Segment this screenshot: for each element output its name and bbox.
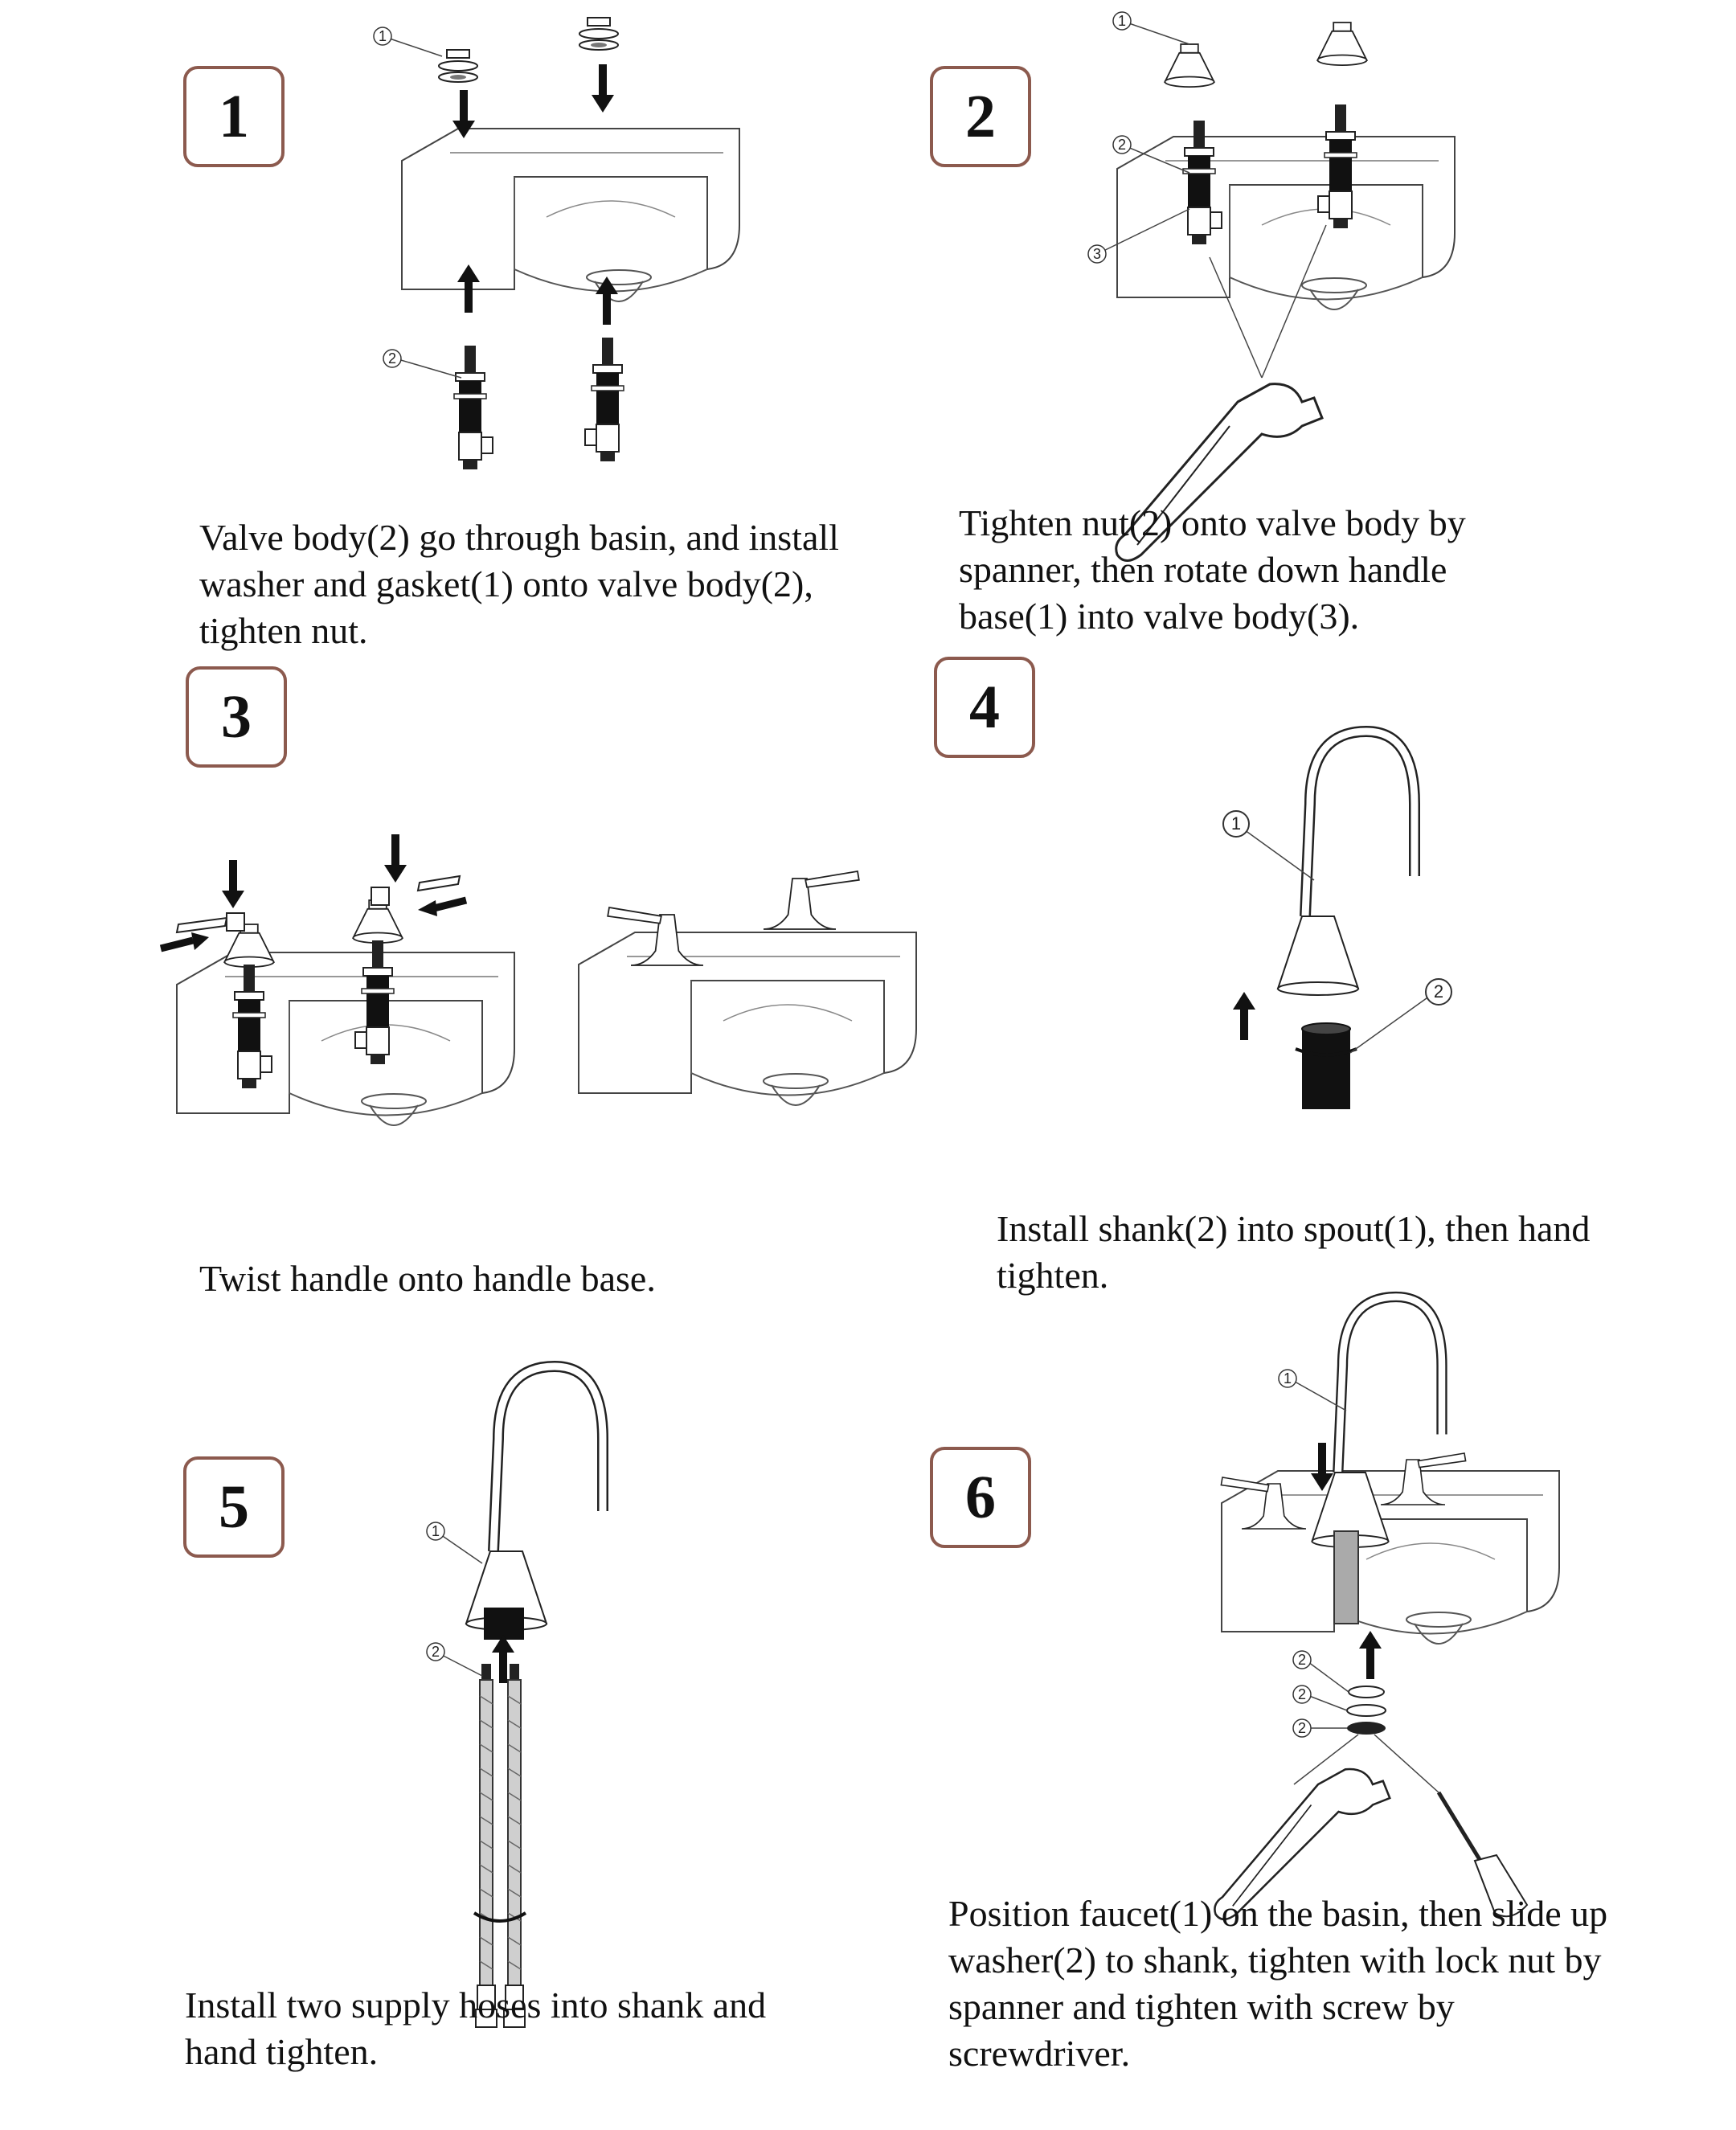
step-1-callout-2: 2 (383, 349, 402, 368)
step-5-illustration: 1 2 (426, 1366, 659, 2028)
step-2-callout-2: 2 (1112, 135, 1132, 154)
svg-text:2: 2 (1118, 137, 1126, 153)
step-2-illustration: 1 2 3 (1087, 11, 1456, 562)
step-6-illustration: 1 2 2 2 (1214, 1230, 1560, 1921)
step-1-callout-1: 1 (373, 27, 392, 46)
svg-text:1: 1 (379, 28, 387, 44)
step-4-caption: Install shank(2) into spout(1), then han… (997, 1208, 1591, 1296)
step-2-callout-3: 3 (1087, 244, 1107, 264)
svg-text:2: 2 (1298, 1686, 1306, 1702)
step-2-caption: Tighten nut(2) onto valve body by spanne… (959, 502, 1466, 637)
step-3-illustration (159, 834, 917, 1126)
step-6-callout-2a: 2 (1292, 1650, 1312, 1669)
step-5-number: 5 (183, 1456, 285, 1558)
step-1-number: 1 (183, 66, 285, 167)
step-1-caption: Valve body(2) go through basin, and inst… (199, 517, 839, 651)
svg-text:1: 1 (1284, 1370, 1292, 1387)
step-6-callout-1: 1 (1278, 1369, 1297, 1388)
step-2-callout-1: 1 (1112, 11, 1132, 31)
step-5-caption: Install two supply hoses into shank and … (185, 1985, 767, 2072)
step-4-illustration: 1 2 (1222, 683, 1452, 1109)
step-4-number: 4 (934, 657, 1035, 758)
step-6-callout-2c: 2 (1292, 1718, 1312, 1738)
step-6-callout-2b: 2 (1292, 1685, 1312, 1704)
step-3-number: 3 (186, 666, 287, 768)
step-3-caption: Twist handle onto handle base. (199, 1258, 656, 1299)
svg-text:2: 2 (1298, 1652, 1306, 1668)
svg-text:2: 2 (1298, 1720, 1306, 1736)
svg-text:1: 1 (1231, 813, 1241, 834)
step-6-number: 6 (930, 1447, 1031, 1548)
step-5-callout-2: 2 (426, 1642, 445, 1661)
step-2-number: 2 (930, 66, 1031, 167)
step-6-caption: Position faucet(1) on the basin, then sl… (948, 1893, 1608, 2074)
svg-text:2: 2 (1434, 981, 1443, 1002)
svg-text:1: 1 (432, 1523, 440, 1539)
step-4-callout-2: 2 (1425, 978, 1452, 1006)
step-1-illustration: 1 2 (373, 17, 740, 470)
step-4-callout-1: 1 (1222, 810, 1250, 838)
svg-text:2: 2 (388, 350, 396, 367)
step-5-callout-1: 1 (426, 1522, 445, 1541)
svg-text:3: 3 (1093, 246, 1101, 262)
svg-text:1: 1 (1118, 13, 1126, 29)
svg-text:2: 2 (432, 1644, 440, 1660)
